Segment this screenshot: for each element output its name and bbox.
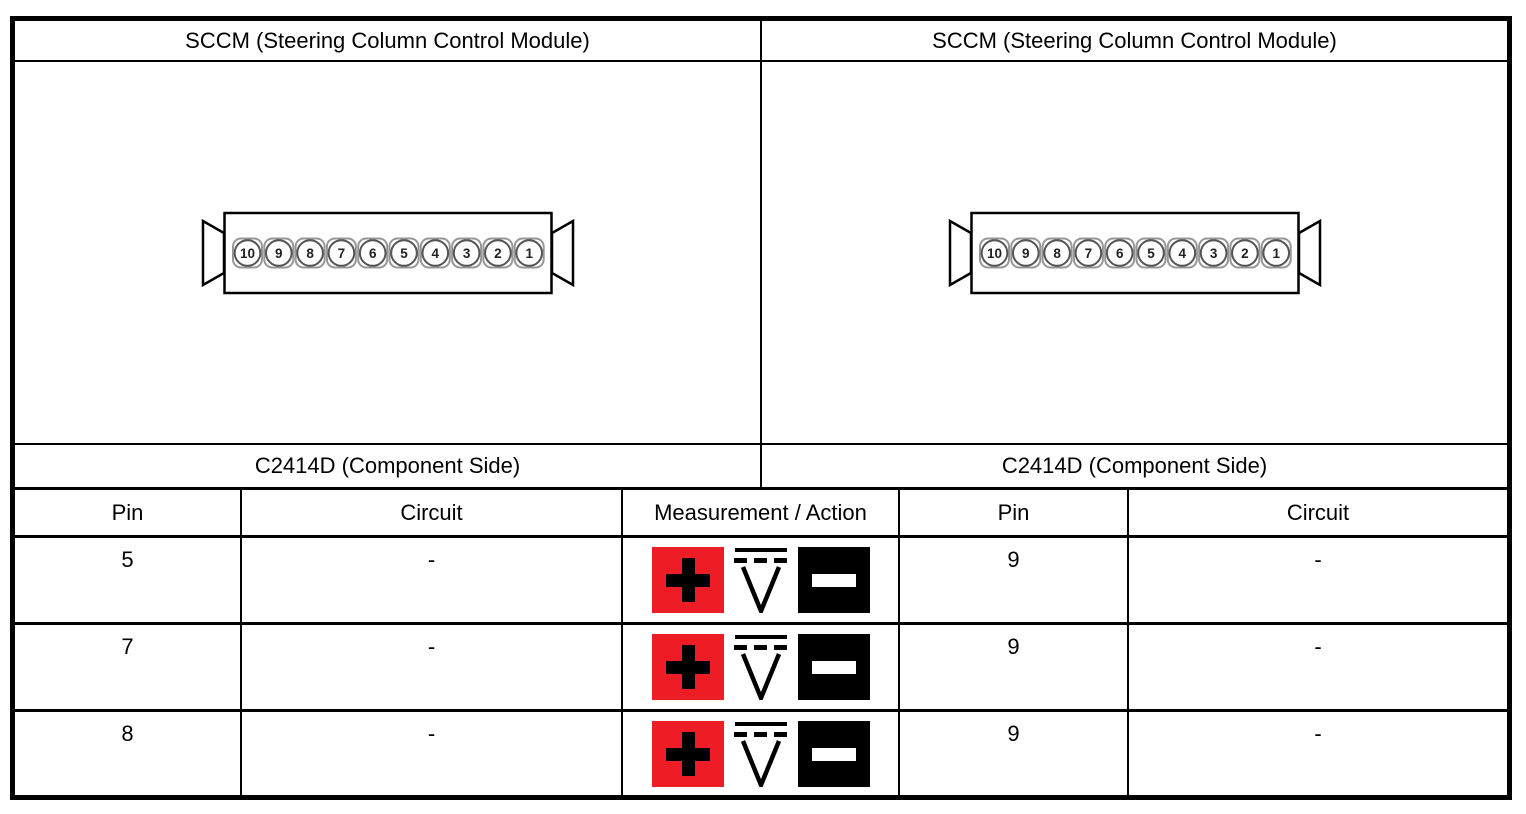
- pinout-sheet: SCCM (Steering Column Control Module) 10…: [10, 16, 1512, 800]
- pin-number: 6: [1115, 246, 1123, 261]
- connector-pins: 10 9 8 7 6 5 4 3 2 1: [231, 237, 545, 268]
- pin-left-cell: 7: [15, 622, 242, 709]
- circuit-left-cell: -: [242, 709, 623, 795]
- pin-cavity: 6: [356, 237, 388, 268]
- column-header-circuit-right: Circuit: [1286, 499, 1350, 525]
- pin-left-cell: 5: [15, 535, 242, 622]
- pin-cavity: 8: [294, 237, 326, 268]
- dc-voltage-icon: [733, 721, 789, 787]
- dc-voltage-icon: [733, 547, 789, 613]
- negative-probe-icon: [797, 634, 870, 700]
- pin-cavity: 7: [325, 237, 357, 268]
- pin-number: 9: [1022, 246, 1030, 261]
- pin-cavity: 8: [1041, 237, 1073, 268]
- right-panel: SCCM (Steering Column Control Module) 10…: [762, 21, 1507, 487]
- pin-cavity: 4: [1166, 237, 1198, 268]
- pin-number: 8: [306, 246, 314, 261]
- pin-cavity: 4: [419, 237, 451, 268]
- measurement-action-cell: [623, 622, 900, 709]
- circuit-right-cell: -: [1129, 535, 1507, 622]
- pin-cavity: 2: [481, 237, 513, 268]
- pin-right-cell: 9: [900, 709, 1129, 795]
- pin-cavity: 9: [262, 237, 294, 268]
- column-header-pin-left: Pin: [15, 490, 242, 535]
- pin-number: 4: [1178, 246, 1186, 261]
- pin-cavity: 5: [388, 237, 419, 268]
- connector-drawing: 10 9 8 7 6 5 4 3 2 1: [948, 211, 1321, 294]
- pin-number: 3: [1209, 246, 1217, 261]
- pin-cavity: 6: [1103, 237, 1135, 268]
- column-header-measurement: Measurement / Action: [623, 490, 900, 535]
- pin-number: 7: [337, 246, 345, 261]
- connector-drawing: 10 9 8 7 6 5 4 3 2 1: [201, 211, 574, 294]
- positive-probe-icon: [651, 547, 724, 613]
- pin-cavity: 10: [231, 237, 263, 268]
- pin-number: 10: [239, 246, 254, 261]
- pin-cavity: 5: [1135, 237, 1166, 268]
- right-connector-diagram: 10 9 8 7 6 5 4 3 2 1: [762, 62, 1507, 443]
- negative-probe-icon: [797, 547, 870, 613]
- pin-cavity: 9: [1009, 237, 1041, 268]
- measurement-table: Pin Circuit Measurement / Action Pin Cir…: [15, 487, 1507, 795]
- pin-number: 2: [1241, 246, 1249, 261]
- negative-probe-icon: [797, 721, 870, 787]
- pin-cavity: 3: [1197, 237, 1229, 268]
- pin-number: 7: [1084, 246, 1092, 261]
- pin-number: 4: [431, 246, 439, 261]
- pin-number: 2: [494, 246, 502, 261]
- positive-probe-icon: [651, 721, 724, 787]
- left-panel-title: SCCM (Steering Column Control Module): [15, 21, 760, 62]
- pin-cavity: 1: [1260, 237, 1292, 268]
- pin-cavity: 3: [450, 237, 482, 268]
- left-panel: SCCM (Steering Column Control Module) 10…: [15, 21, 762, 487]
- pin-number: 5: [400, 246, 408, 261]
- column-header-circuit-left: Circuit: [242, 490, 623, 535]
- right-connector-label: C2414D (Component Side): [762, 443, 1507, 487]
- pin-cavity: 2: [1228, 237, 1260, 268]
- pin-right-cell: 9: [900, 535, 1129, 622]
- connector-pins: 10 9 8 7 6 5 4 3 2 1: [978, 237, 1292, 268]
- pin-number: 1: [1272, 246, 1280, 261]
- pin-number: 5: [1147, 246, 1155, 261]
- column-header-pin-right: Pin: [900, 490, 1129, 535]
- positive-probe-icon: [651, 634, 724, 700]
- connector-panels: SCCM (Steering Column Control Module) 10…: [15, 21, 1507, 487]
- pin-number: 8: [1053, 246, 1061, 261]
- pin-number: 6: [368, 246, 376, 261]
- pin-number: 1: [525, 246, 533, 261]
- pin-right-cell: 9: [900, 622, 1129, 709]
- pin-number: 9: [275, 246, 283, 261]
- dc-voltage-icon: [733, 634, 789, 700]
- pin-cavity: 1: [513, 237, 545, 268]
- circuit-right-cell: -: [1129, 622, 1507, 709]
- pin-cavity: 10: [978, 237, 1010, 268]
- circuit-right-cell: -: [1129, 709, 1507, 795]
- measurement-action-cell: [623, 709, 900, 795]
- pin-left-cell: 8: [15, 709, 242, 795]
- left-connector-label: C2414D (Component Side): [15, 443, 760, 487]
- pin-cavity: 7: [1072, 237, 1104, 268]
- pin-number: 3: [462, 246, 470, 261]
- left-connector-diagram: 10 9 8 7 6 5 4 3 2 1: [15, 62, 760, 443]
- right-panel-title: SCCM (Steering Column Control Module): [762, 21, 1507, 62]
- measurement-action-cell: [623, 535, 900, 622]
- circuit-left-cell: -: [242, 535, 623, 622]
- circuit-left-cell: -: [242, 622, 623, 709]
- pin-number: 10: [986, 246, 1001, 261]
